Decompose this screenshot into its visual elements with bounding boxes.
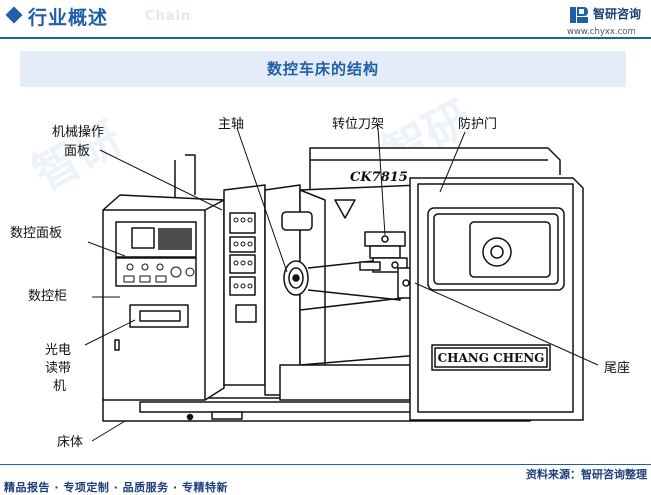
footer-rule bbox=[0, 464, 651, 465]
lathe-diagram: CK7815 bbox=[10, 116, 630, 450]
diamond-bullet-icon bbox=[5, 6, 23, 24]
footer-tagline: 精品报告 · 专项定制 · 品质服务 · 专精特新 bbox=[4, 481, 229, 494]
source-note: 资料来源：智研咨询整理 bbox=[526, 468, 647, 481]
spindle-chuck bbox=[283, 260, 309, 296]
tool-turret bbox=[359, 231, 408, 273]
label-tool-turret: 转位刀架 bbox=[332, 117, 384, 132]
label-control-panel-machine: 机械操作 面板 bbox=[52, 124, 108, 159]
brand-url: www.chyxx.com bbox=[567, 27, 636, 37]
label-control-panel-machine-line1: 机械操作 bbox=[52, 124, 104, 140]
label-nc-panel: 数控面板 bbox=[10, 226, 62, 241]
brand-name: 智研咨询 bbox=[593, 7, 642, 21]
model-plate-text: CK7815 bbox=[350, 170, 408, 185]
label-tape-reader-line3: 机 bbox=[53, 379, 66, 394]
section-subtitle: Chain bbox=[145, 9, 192, 24]
brand-plate-text: CHANG CHENG bbox=[438, 351, 545, 365]
section-header: 行业概述 Chain 智研咨询 www.chyxx.com bbox=[0, 0, 651, 39]
label-tape-reader: 光电 读带 机 bbox=[45, 343, 75, 394]
label-bed: 床体 bbox=[57, 435, 83, 450]
brand-logo-icon bbox=[570, 7, 588, 23]
section-title: 行业概述 bbox=[28, 7, 109, 29]
label-tape-reader-line1: 光电 bbox=[45, 343, 71, 358]
label-nc-cabinet: 数控柜 bbox=[28, 289, 67, 304]
figure-title: 数控车床的结构 bbox=[266, 60, 379, 78]
label-tailstock: 尾座 bbox=[604, 361, 630, 376]
label-guard-door: 防护门 bbox=[458, 116, 497, 132]
figure-title-bar: 数控车床的结构 bbox=[20, 51, 626, 87]
label-spindle: 主轴 bbox=[218, 117, 244, 132]
label-control-panel-machine-line2: 面板 bbox=[64, 144, 90, 159]
label-tape-reader-line2: 读带 bbox=[45, 361, 71, 376]
header-rule bbox=[0, 37, 651, 39]
